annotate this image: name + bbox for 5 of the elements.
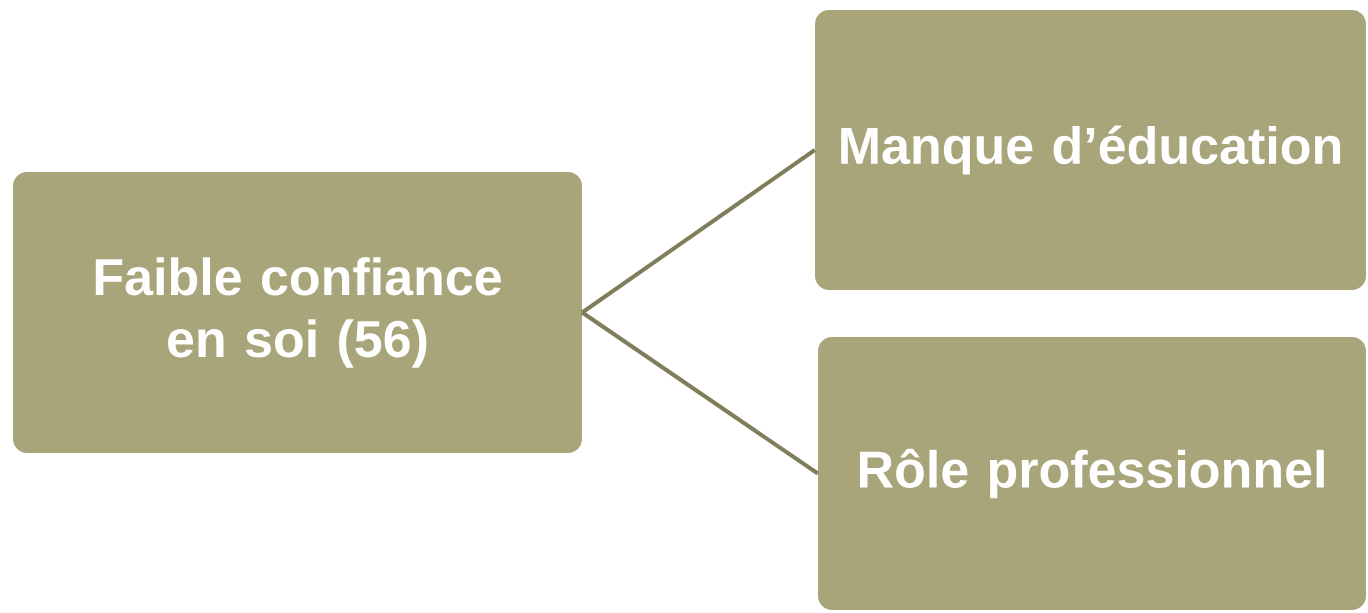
process-box: Manque d’éducation xyxy=(815,10,1366,290)
connector-line xyxy=(581,310,819,476)
connector-line xyxy=(581,148,816,315)
process-box: Rôle professionnel xyxy=(818,337,1366,610)
process-box: Faible confiance en soi (56) xyxy=(13,172,582,453)
